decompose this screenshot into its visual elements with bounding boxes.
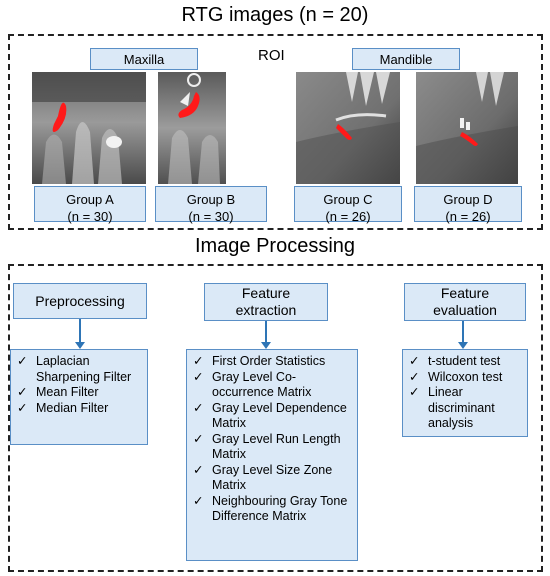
feature-extraction-header: Feature extraction	[204, 283, 328, 321]
processing-frame	[8, 264, 543, 572]
group-count: (n = 30)	[67, 209, 113, 224]
list-item: ✓Mean Filter	[17, 385, 99, 399]
checkmark-icon: ✓	[17, 354, 28, 368]
mandible-label: Mandible	[352, 48, 460, 70]
checkmark-icon: ✓	[409, 385, 420, 399]
feature-evaluation-arrow-line	[462, 321, 464, 343]
feature-extraction-arrow-line	[265, 321, 267, 343]
list-item: ✓First Order Statistics	[193, 354, 326, 368]
list-item: ✓Laplacian Sharpening Filter	[17, 354, 132, 384]
header-line: Feature	[440, 285, 490, 301]
roi-mark	[336, 124, 352, 140]
xray-image-group-c	[296, 72, 400, 184]
header-line: evaluation	[433, 302, 497, 318]
roi-mark	[178, 92, 200, 118]
processing-title: Image Processing	[194, 235, 356, 257]
xray-image-group-a	[32, 72, 146, 184]
checkmark-icon: ✓	[17, 385, 28, 399]
group-d-box: Group D (n = 26)	[414, 186, 522, 224]
xray-image-group-b	[158, 72, 226, 184]
checkmark-icon: ✓	[193, 462, 204, 477]
roi-label: ROI	[258, 47, 285, 64]
group-b-box: Group B (n = 30)	[155, 186, 267, 224]
preprocessing-arrow-line	[79, 319, 81, 343]
list-item: ✓Linear discriminant analysis	[409, 385, 495, 430]
group-a-box: Group A (n = 30)	[34, 186, 146, 224]
rtg-title: RTG images (n = 20)	[181, 4, 369, 26]
checkmark-icon: ✓	[193, 493, 204, 508]
group-count: (n = 26)	[445, 209, 491, 224]
checkmark-icon: ✓	[193, 354, 204, 368]
rtg-frame	[8, 34, 543, 230]
group-name: Group D	[443, 192, 493, 207]
list-item: ✓t-student test	[409, 354, 501, 368]
group-count: (n = 30)	[188, 209, 234, 224]
maxilla-label: Maxilla	[90, 48, 198, 70]
checkmark-icon: ✓	[409, 369, 420, 384]
feature-extraction-arrowhead	[261, 342, 271, 349]
list-item: ✓Median Filter	[17, 400, 109, 415]
feature-evaluation-header: Feature evaluation	[404, 283, 526, 321]
list-item: ✓Wilcoxon test	[409, 369, 503, 384]
feature-evaluation-arrowhead	[458, 342, 468, 349]
roi-mark	[460, 132, 478, 146]
list-item: ✓Neighbouring Gray Tone Difference Matri…	[193, 493, 348, 524]
group-c-box: Group C (n = 26)	[294, 186, 402, 224]
list-item: ✓Gray Level Run Length Matrix	[193, 431, 341, 462]
checkmark-icon: ✓	[193, 431, 204, 446]
header-line: Feature	[241, 285, 291, 301]
group-name: Group A	[66, 192, 114, 207]
checkmark-icon: ✓	[193, 369, 204, 384]
group-count: (n = 26)	[325, 209, 371, 224]
roi-mark	[52, 102, 67, 132]
preprocessing-panel: ✓Laplacian Sharpening Filter ✓Mean Filte…	[10, 349, 148, 445]
checkmark-icon: ✓	[17, 400, 28, 415]
preprocessing-header: Preprocessing	[13, 283, 147, 319]
preprocessing-arrowhead	[75, 342, 85, 349]
checkmark-icon: ✓	[409, 354, 420, 368]
checkmark-icon: ✓	[193, 400, 204, 415]
header-line: extraction	[235, 302, 297, 318]
feature-evaluation-panel: ✓t-student test ✓Wilcoxon test ✓Linear d…	[402, 349, 528, 437]
header-line: Preprocessing	[35, 292, 125, 309]
feature-extraction-panel: ✓First Order Statistics ✓Gray Level Co-o…	[186, 349, 358, 561]
list-item: ✓Gray Level Dependence Matrix	[193, 400, 347, 431]
list-item: ✓Gray Level Co-occurrence Matrix	[193, 369, 312, 400]
list-item: ✓Gray Level Size Zone Matrix	[193, 462, 333, 493]
xray-image-group-d	[416, 72, 518, 184]
group-name: Group B	[186, 192, 236, 207]
group-name: Group C	[323, 192, 373, 207]
